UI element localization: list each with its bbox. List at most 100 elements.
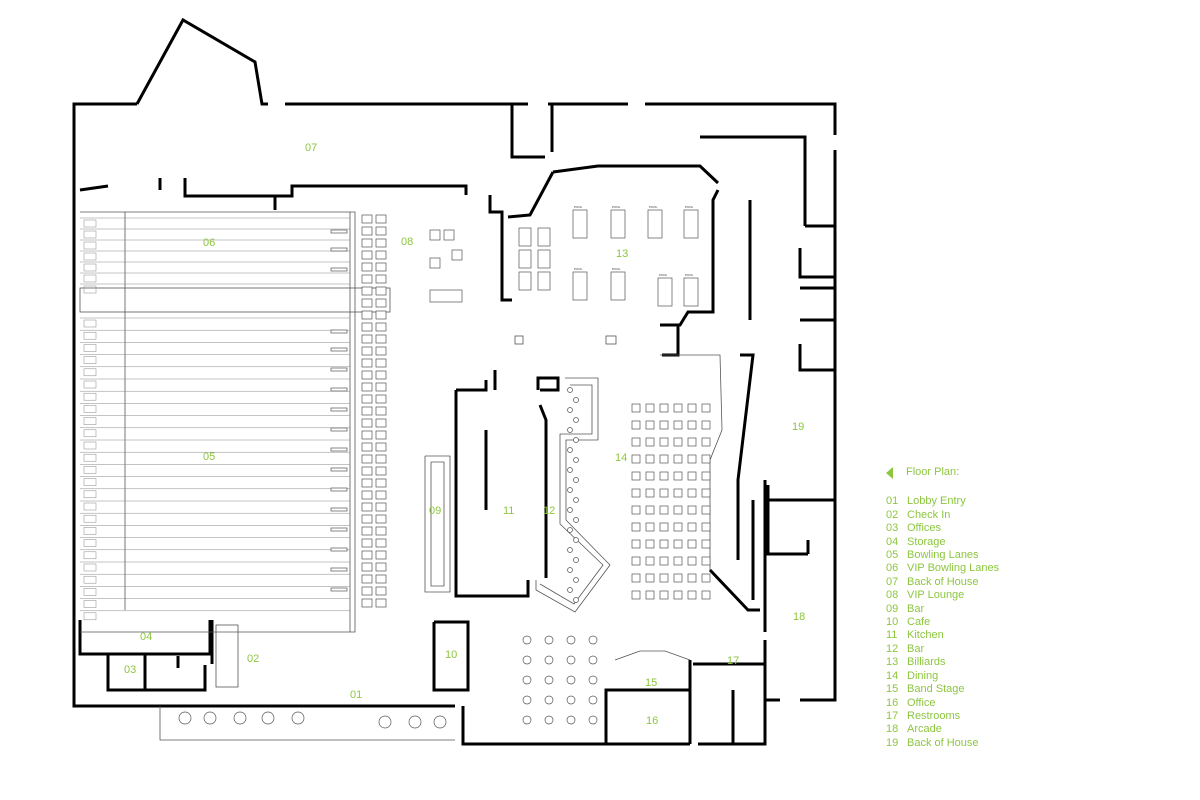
bowling-lanes-group	[80, 217, 350, 621]
chair	[361, 418, 373, 428]
chair	[375, 490, 387, 500]
legend-item-label: Check In	[907, 508, 951, 521]
chair	[659, 573, 669, 583]
chair	[631, 556, 641, 566]
chair	[701, 403, 711, 413]
chair	[375, 502, 387, 512]
lobby-table	[378, 715, 392, 729]
chair	[687, 488, 697, 498]
chair	[375, 574, 387, 584]
chair	[375, 394, 387, 404]
ball-return	[330, 247, 348, 252]
pin-deck	[83, 502, 97, 511]
chair	[687, 522, 697, 532]
legend-item-number: 13	[886, 656, 899, 669]
pool-table-label: POOL	[574, 267, 583, 271]
pool-table-label: POOL	[685, 205, 694, 209]
chair	[361, 586, 373, 596]
chair	[375, 298, 387, 308]
chair	[645, 420, 655, 430]
legend-item-label: Cafe	[907, 616, 931, 629]
cafe-table	[544, 655, 554, 665]
room-18-label: 18	[793, 611, 805, 623]
legend-item-number: 03	[886, 522, 899, 535]
chair	[645, 471, 655, 481]
chair	[687, 437, 697, 447]
legend-item-number: 09	[886, 602, 899, 615]
chair	[673, 488, 683, 498]
ball-return	[330, 487, 348, 492]
chair	[673, 590, 683, 600]
chair	[375, 238, 387, 248]
chair	[375, 310, 387, 320]
ball-return	[330, 547, 348, 552]
legend-item-label: Bar	[907, 602, 925, 615]
chair	[687, 420, 697, 430]
ball-return	[330, 467, 348, 472]
pin-deck	[83, 331, 97, 340]
chair	[631, 403, 641, 413]
bar-stool	[573, 477, 579, 483]
pin-deck	[83, 241, 97, 250]
legend-item-number: 06	[886, 562, 899, 575]
pool-table: POOL	[572, 267, 588, 301]
chair	[701, 454, 711, 464]
chair	[701, 471, 711, 481]
chair	[645, 454, 655, 464]
room-14-label: 14	[615, 452, 627, 464]
bar-stool	[567, 547, 573, 553]
chair	[701, 505, 711, 515]
chair	[701, 590, 711, 600]
bar-stool	[573, 537, 579, 543]
pin-deck	[83, 230, 97, 239]
room-10-label: 10	[445, 649, 457, 661]
chair	[645, 539, 655, 549]
legend-item-label: Band Stage	[907, 683, 965, 696]
chair	[701, 573, 711, 583]
ball-return	[330, 507, 348, 512]
chair	[645, 488, 655, 498]
pin-deck	[83, 563, 97, 572]
chair	[375, 418, 387, 428]
legend-item-number: 01	[886, 495, 899, 508]
chair	[659, 522, 669, 532]
triangle-marker-icon	[886, 466, 893, 479]
chair	[701, 522, 711, 532]
chair	[701, 420, 711, 430]
chair	[673, 471, 683, 481]
chair	[361, 262, 373, 272]
pool-table-label: POOL	[649, 205, 658, 209]
legend-title: Floor Plan:	[906, 466, 960, 478]
cafe-table	[544, 675, 554, 685]
bar-stool	[567, 427, 573, 433]
chair	[673, 454, 683, 464]
pin-deck	[83, 478, 97, 486]
room-17-label: 17	[727, 655, 739, 667]
pin-deck	[83, 600, 97, 608]
pin-deck	[83, 344, 97, 352]
legend-item-label: VIP Lounge	[907, 589, 965, 602]
pool-table: POOL	[657, 273, 673, 307]
legend-header: Floor Plan:	[886, 466, 999, 479]
cafe-table	[566, 635, 576, 645]
legend-item-number: 05	[886, 549, 899, 562]
pin-deck	[83, 575, 97, 584]
pin-deck	[83, 263, 97, 272]
chair	[375, 250, 387, 260]
chair	[361, 490, 373, 500]
chair	[375, 598, 387, 608]
pin-deck	[83, 527, 97, 535]
chair	[701, 556, 711, 566]
